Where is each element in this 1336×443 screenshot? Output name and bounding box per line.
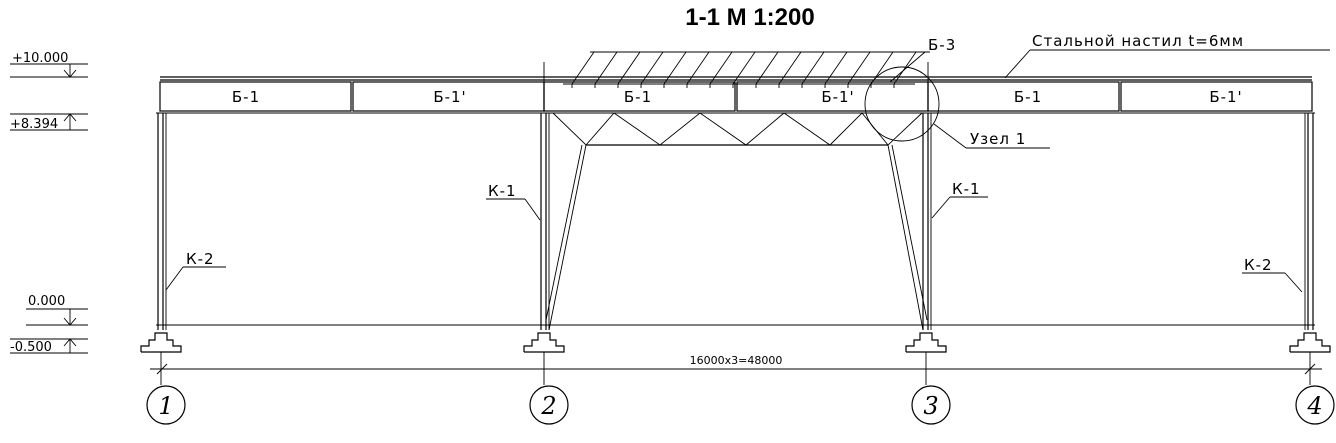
level-ground-label: 0.000 [28, 294, 65, 309]
footing [1289, 332, 1331, 385]
beam-label-1: Б-1 [232, 88, 260, 106]
axis-bubble-1: 1 [146, 385, 186, 425]
axis-label-4: 4 [1306, 392, 1322, 420]
beam-label-2: Б-1' [433, 88, 466, 106]
b3-label: Б-3 [928, 36, 956, 54]
k1-axis-3-label: К-1 [952, 180, 981, 198]
level-top-label: +10.000 [12, 51, 68, 66]
truss [545, 112, 928, 331]
deck-note-label: Стальной настил t=6мм [1032, 32, 1244, 50]
level-foundation-label: -0.500 [10, 340, 52, 355]
node-1-callout: Узел 1 [864, 66, 1050, 149]
beam-6 [1120, 81, 1313, 112]
column-k2-right [1304, 113, 1314, 330]
beam-label-5: Б-1 [1014, 88, 1042, 106]
level-mark-top: +10.000 [10, 51, 88, 78]
axis-bubble-3: 3 [911, 385, 951, 425]
level-mark-foundation: -0.500 [10, 338, 88, 355]
deck-note: Стальной настил t=6мм [1004, 32, 1330, 79]
axis-label-3: 3 [923, 392, 938, 420]
axis-label-1: 1 [158, 392, 173, 420]
axis-bubble-4: 4 [1295, 385, 1335, 425]
k2-right-callout: К-2 [1242, 256, 1303, 293]
axis-label-2: 2 [540, 392, 556, 420]
k1-axis-2-label: К-1 [488, 182, 517, 200]
footing [523, 332, 565, 385]
k2-left-callout: К-2 [165, 250, 226, 291]
column-k2-left [157, 113, 167, 330]
k1-axis-3-callout: К-1 [931, 180, 988, 219]
column-k1-axis-2 [540, 113, 550, 330]
axis-bubbles: 1 2 3 4 [146, 385, 1335, 425]
dimension-label: 16000х3=48000 [690, 354, 783, 367]
node-1-label: Узел 1 [970, 130, 1026, 148]
level-mark-ground: 0.000 [26, 294, 88, 326]
dimension-line: 16000х3=48000 [150, 354, 1322, 375]
beam-label-3: Б-1 [624, 88, 652, 106]
axis-bubble-2: 2 [529, 385, 569, 425]
footing [140, 332, 182, 385]
k2-right-label: К-2 [1244, 256, 1273, 274]
beam-5 [927, 81, 1120, 112]
k1-axis-2-callout: К-1 [486, 182, 541, 221]
beams-row: Б-1 Б-1' Б-1 Б-1' Б-1 Б-1' [159, 81, 1313, 112]
distributed-load-hatch [563, 51, 930, 88]
drawing-title: 1-1 М 1:200 [685, 4, 814, 31]
k2-left-label: К-2 [186, 250, 215, 268]
beam-1 [159, 81, 352, 112]
beam-label-4: Б-1' [821, 88, 854, 106]
level-beam-bottom-label: +8.394 [10, 117, 58, 132]
level-mark-beam-bottom: +8.394 [10, 113, 88, 132]
beam-3 [543, 81, 736, 112]
column-k1-axis-3 [922, 113, 932, 330]
footing [905, 332, 947, 385]
beam-label-6: Б-1' [1209, 88, 1242, 106]
